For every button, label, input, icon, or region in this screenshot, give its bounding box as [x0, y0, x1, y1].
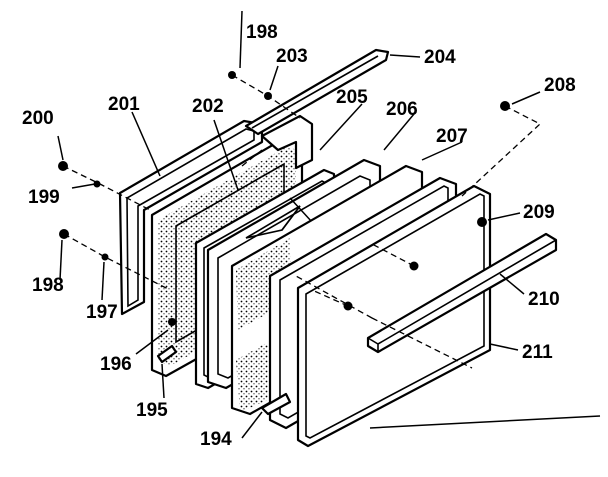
assembly-dash-lines [62, 74, 542, 369]
callout-labels: 198 203 204 208 200 201 202 205 206 207 … [22, 22, 576, 450]
callout-198-left: 198 [32, 275, 64, 296]
callout-206: 206 [386, 99, 418, 120]
screw-199 [93, 180, 101, 188]
callout-200: 200 [22, 108, 54, 129]
part-203-bracket [260, 114, 314, 170]
screw-198-left [59, 229, 69, 239]
callout-204: 204 [424, 47, 456, 68]
part-211-outer-door-panel [296, 184, 492, 448]
callout-199: 199 [28, 187, 60, 208]
callout-194: 194 [200, 429, 232, 450]
callout-202: 202 [192, 96, 224, 117]
callout-201: 201 [108, 94, 140, 115]
callout-leaders [57, 10, 601, 439]
callout-195: 195 [136, 400, 168, 421]
callout-208: 208 [544, 75, 576, 96]
callout-205: 205 [336, 87, 368, 108]
callout-209: 209 [523, 202, 555, 223]
callout-207: 207 [436, 126, 468, 147]
part-194-hinge [260, 392, 292, 416]
part-204-top-trim [244, 48, 390, 136]
screw-209 [477, 217, 487, 227]
callout-211: 211 [522, 342, 553, 363]
part-195-pin [156, 344, 178, 364]
part-210-handle [366, 232, 558, 354]
part-201-inner-door-frame [118, 119, 264, 316]
callout-196: 196 [100, 354, 132, 375]
callout-198-top: 198 [246, 22, 278, 43]
callout-197: 197 [86, 302, 118, 323]
screw-196 [168, 318, 176, 326]
callout-203: 203 [276, 46, 308, 67]
screw-197 [101, 253, 109, 261]
callout-210: 210 [528, 289, 560, 310]
